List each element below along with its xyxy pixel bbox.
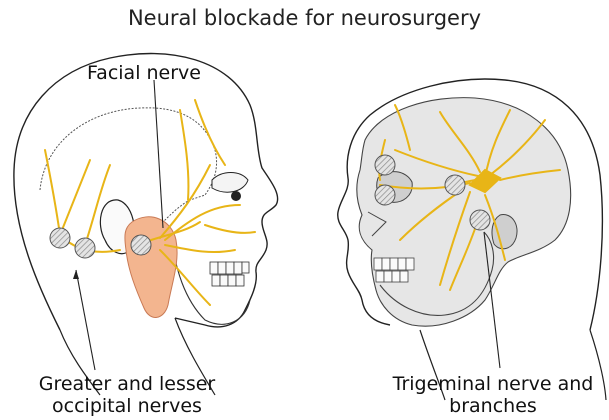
zygomatic-block-site <box>445 175 465 195</box>
facial-pointer <box>154 80 163 228</box>
left-teeth <box>210 262 249 286</box>
infraorbital-block-site <box>375 185 395 205</box>
occipital-label: Greater and lesser occipital nerves <box>22 373 232 417</box>
facial-nerve-label: Facial nerve <box>87 62 201 84</box>
trigeminal-label-line1: Trigeminal nerve and <box>378 373 608 395</box>
supraorbital-block-site <box>375 155 395 175</box>
parotid-gland <box>125 217 177 318</box>
trigeminal-label-line2: branches <box>378 395 608 417</box>
occipital-block-site-2 <box>75 238 95 258</box>
trigeminal-label: Trigeminal nerve and branches <box>378 373 608 417</box>
occipital-label-line1: Greater and lesser <box>22 373 232 395</box>
occipital-pointer <box>76 270 95 370</box>
left-eye-orbit <box>212 173 248 193</box>
left-head <box>14 53 278 395</box>
facial-block-site <box>131 235 151 255</box>
occipital-label-line2: occipital nerves <box>22 395 232 417</box>
right-head <box>338 79 606 400</box>
right-teeth <box>374 258 414 282</box>
right-ear <box>492 215 517 249</box>
auriculotemporal-block-site <box>470 210 490 230</box>
occipital-block-site-1 <box>50 228 70 248</box>
left-eye <box>231 191 241 201</box>
